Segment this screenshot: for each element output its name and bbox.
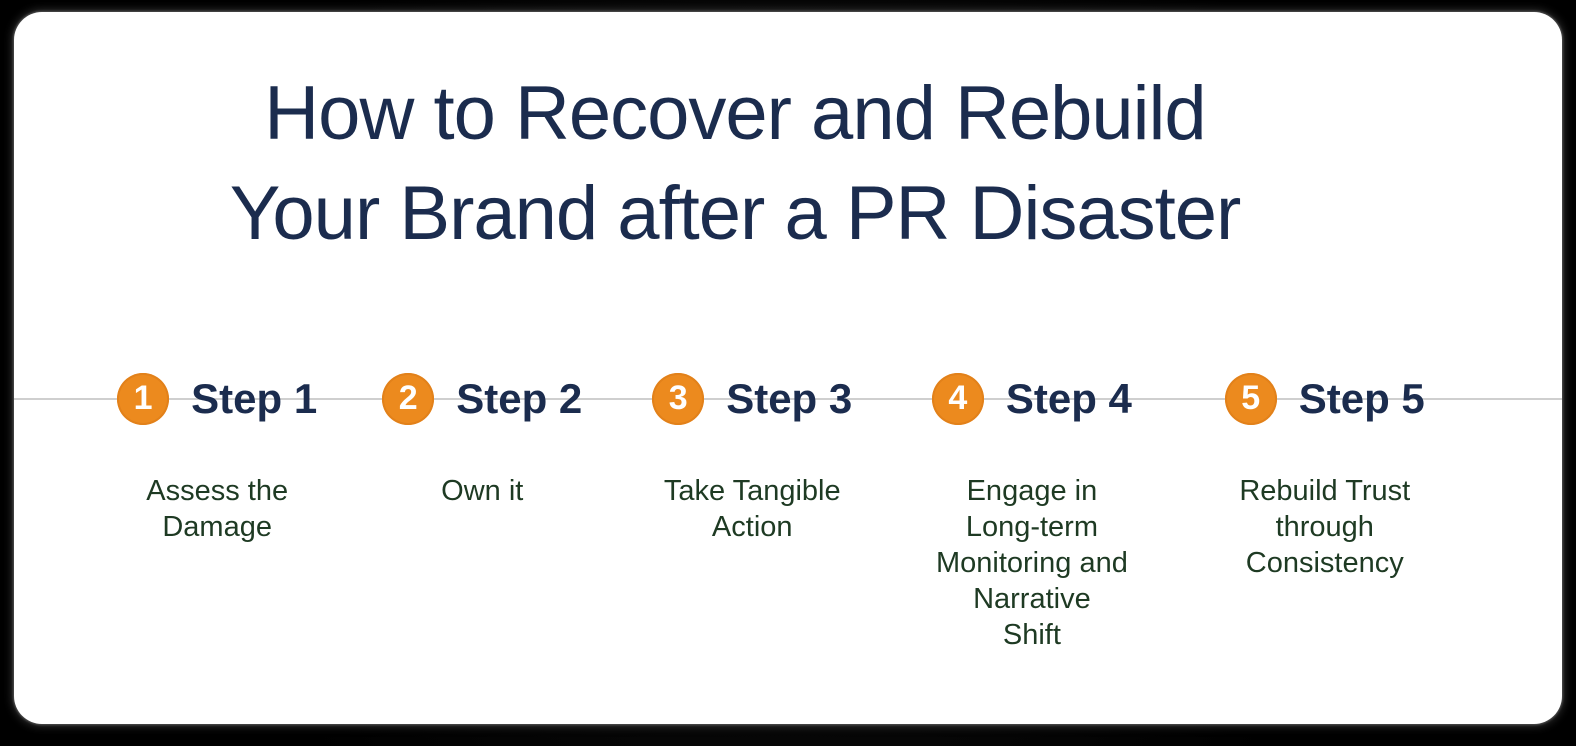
step-4-description: Engage in Long-term Monitoring and Narra… xyxy=(935,475,1128,651)
step-3-number: 3 xyxy=(668,379,688,417)
infographic-card: How to Recover and Rebuild Your Brand af… xyxy=(14,12,1562,724)
step-column-2: 2 Step 2 Own it xyxy=(348,373,616,653)
step-4-number: 4 xyxy=(948,379,968,417)
step-1-label: Step 1 xyxy=(191,375,318,422)
step-column-4: 4 Step 4 Engage in Long-term Monitoring … xyxy=(888,373,1175,653)
step-column-3: 3 Step 3 Take Tangible Action xyxy=(616,373,888,653)
step-5-header: 5 Step 5 xyxy=(1224,373,1425,425)
page-title: How to Recover and Rebuild Your Brand af… xyxy=(229,71,1242,256)
timeline-line xyxy=(14,398,1562,400)
step-2-number: 2 xyxy=(398,379,418,417)
step-2-description: Own it xyxy=(441,475,524,507)
step-1-header: 1 Step 1 xyxy=(117,373,317,425)
step-4-label: Step 4 xyxy=(1005,375,1132,422)
step-1-description: Assess the Damage xyxy=(146,475,289,543)
step-1-number: 1 xyxy=(133,379,153,417)
step-3-description: Take Tangible Action xyxy=(663,475,841,543)
step-5-label: Step 5 xyxy=(1298,375,1425,422)
step-column-1: 1 Step 1 Assess the Damage xyxy=(86,373,348,653)
step-1-number-badge-icon: 1 xyxy=(117,373,170,425)
step-5-number: 5 xyxy=(1241,379,1261,417)
step-5-description: Rebuild Trust through Consistency xyxy=(1239,475,1411,579)
step-4-header: 4 Step 4 xyxy=(931,373,1132,425)
step-2-number-badge-icon: 2 xyxy=(382,373,435,425)
step-5-number-badge-icon: 5 xyxy=(1224,373,1277,425)
step-2-label: Step 2 xyxy=(456,375,583,422)
step-4-number-badge-icon: 4 xyxy=(931,373,984,425)
steps-row: 1 Step 1 Assess the Damage 2 Step 2 Own … xyxy=(86,373,1474,653)
step-column-5: 5 Step 5 Rebuild Trust through Consisten… xyxy=(1176,373,1474,653)
title-container: How to Recover and Rebuild Your Brand af… xyxy=(14,12,1562,264)
step-3-header: 3 Step 3 xyxy=(652,373,852,425)
step-3-label: Step 3 xyxy=(726,375,853,422)
step-3-number-badge-icon: 3 xyxy=(652,373,705,425)
step-2-header: 2 Step 2 xyxy=(382,373,582,425)
